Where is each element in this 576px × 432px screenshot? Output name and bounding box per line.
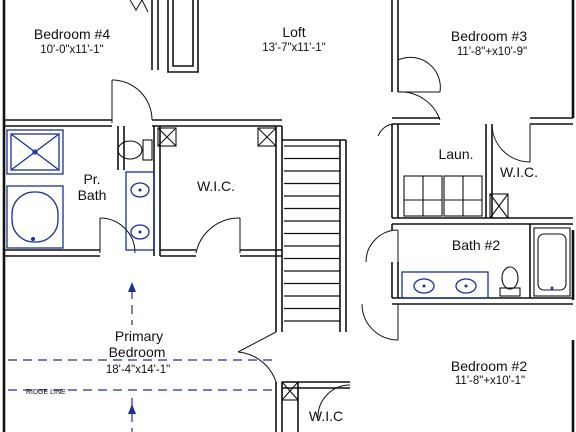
door-swings <box>99 0 531 419</box>
bedroom4-dim: 10'-0"x11'-1" <box>40 44 104 56</box>
laundry-name: Laun. <box>438 146 473 162</box>
primary-line2: Bedroom <box>109 344 166 360</box>
bath2-name: Bath #2 <box>452 237 500 253</box>
room-labels: Bedroom #4 10'-0"x11'-1" Loft 13'-7"x11'… <box>26 24 538 424</box>
bedroom4-name: Bedroom #4 <box>34 26 110 42</box>
wic-bed2-name: W.I.C <box>309 408 343 424</box>
wic-primary-name: W.I.C. <box>197 178 235 194</box>
bedroom3-dim: 11'-8"+x10'-9" <box>457 46 527 58</box>
chase-boxes <box>157 127 509 401</box>
ridge-lines <box>8 282 276 432</box>
bedroom2-name: Bedroom #2 <box>451 358 527 374</box>
primary-line1: Primary <box>115 328 163 344</box>
ridge-line-label: RIDGE LINE <box>26 389 66 396</box>
wic-bed3-name: W.I.C. <box>500 164 538 180</box>
pr-bath-line2: Bath <box>78 187 107 203</box>
bath-fixtures <box>6 129 571 299</box>
bedroom2-dim: 11'-8"+x10'-1" <box>455 375 525 387</box>
stairs <box>284 145 340 322</box>
loft-dim: 13'-7"x11'-1" <box>262 42 326 54</box>
primary-dim: 18'-4"x14'-1" <box>106 364 170 376</box>
loft-name: Loft <box>282 24 305 40</box>
bedroom3-name: Bedroom #3 <box>451 28 527 44</box>
pr-bath-line1: Pr. <box>83 171 100 187</box>
